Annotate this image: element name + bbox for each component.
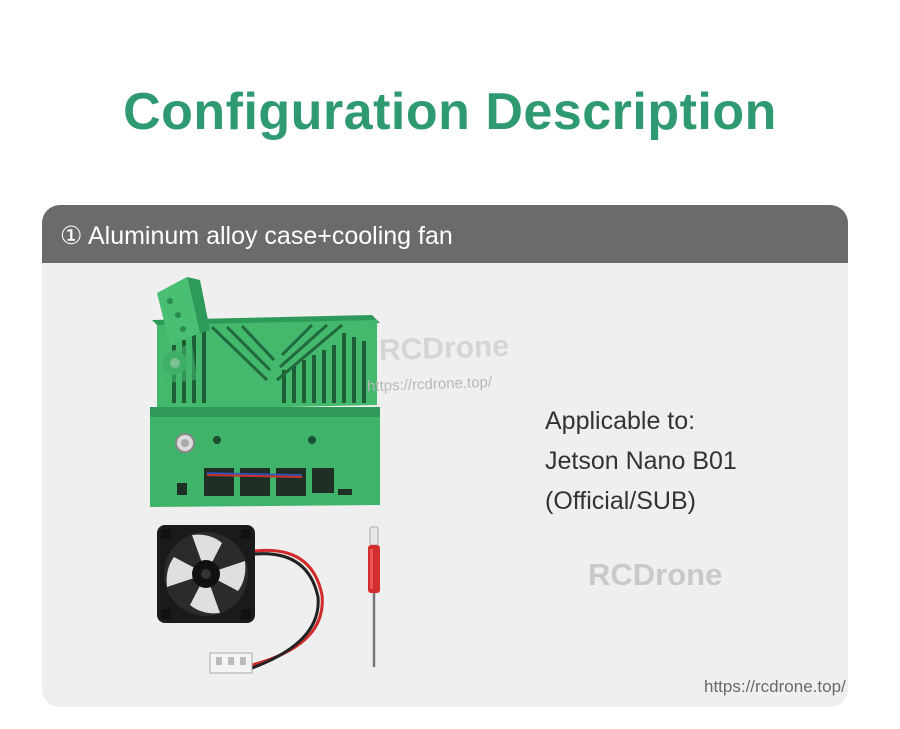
applicable-line: Applicable to: [545,407,696,435]
card-header-label: ① Aluminum alloy case+cooling fan [60,222,453,250]
watermark-logo: RCDrone [378,329,510,368]
aluminum-case-icon [150,277,380,507]
applicable-description: Applicable to: Jetson Nano B01 (Official… [545,401,737,521]
card-header: ① Aluminum alloy case+cooling fan [42,205,848,263]
watermark-center: RCDrone [588,557,723,592]
cooling-fan-icon [157,525,324,674]
configuration-card: ① Aluminum alloy case+cooling fan [42,205,848,707]
page-title: Configuration Description [123,83,777,141]
applicable-line: Jetson Nano B01 [545,447,737,475]
screwdriver-icon [368,526,380,667]
product-illustration [150,277,380,674]
applicable-line: (Official/SUB) [545,487,696,515]
watermark-url-bottom: https://rcdrone.top/ [704,677,846,696]
